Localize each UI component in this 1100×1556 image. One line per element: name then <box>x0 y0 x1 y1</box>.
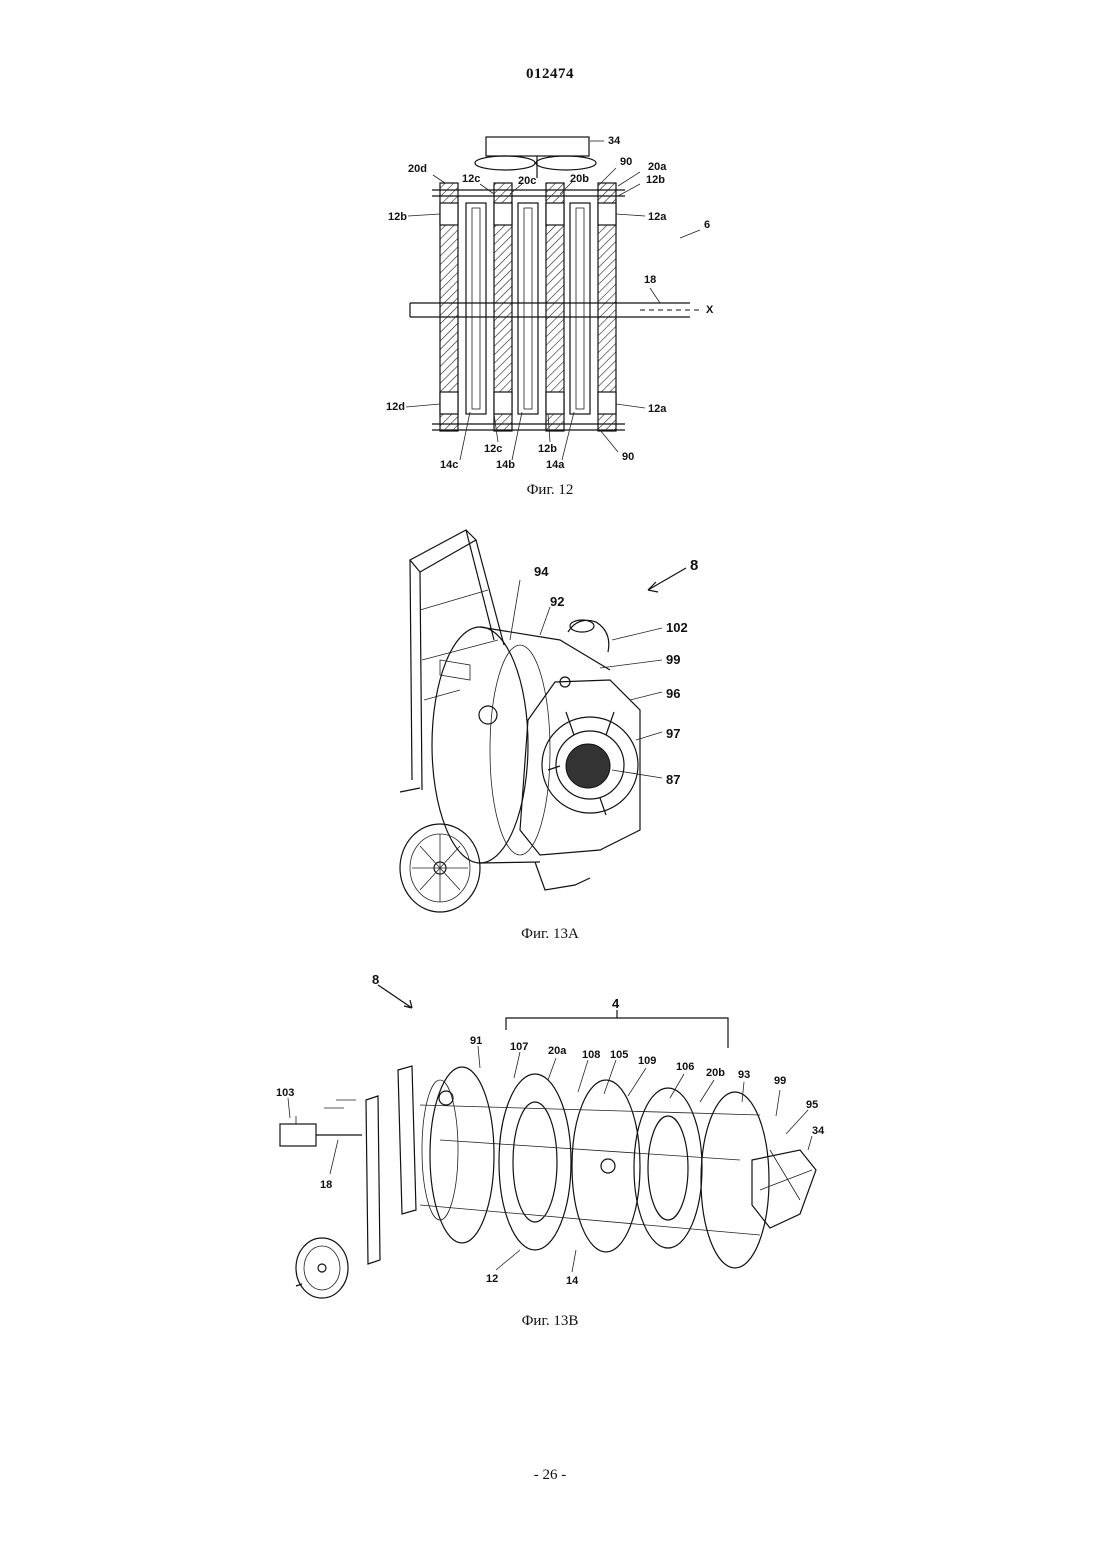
label-107: 107 <box>510 1041 528 1053</box>
label-20a: 20a <box>548 1045 567 1057</box>
label-20c: 20c <box>518 175 536 187</box>
label-8: 8 <box>372 972 379 987</box>
label-94: 94 <box>534 564 549 579</box>
label-12a-bottom: 12a <box>648 403 667 415</box>
label-18: 18 <box>320 1179 332 1191</box>
label-109: 109 <box>638 1055 656 1067</box>
page-number: - 26 - <box>0 1467 1100 1484</box>
label-91: 91 <box>470 1035 482 1047</box>
label-90-bottom: 90 <box>622 451 634 463</box>
label-97: 97 <box>666 726 680 741</box>
label-20b: 20b <box>570 173 589 185</box>
disc-93 <box>701 1092 769 1268</box>
stator-disc <box>572 1080 640 1252</box>
label-20b: 20b <box>706 1067 725 1079</box>
label-4: 4 <box>612 996 620 1011</box>
label-92: 92 <box>550 594 564 609</box>
label-34: 34 <box>608 135 621 147</box>
fan-34-13b <box>752 1150 816 1228</box>
label-99: 99 <box>774 1075 786 1087</box>
label-34: 34 <box>812 1125 825 1137</box>
label-14a: 14a <box>546 459 565 471</box>
label-12d: 12d <box>386 401 405 413</box>
label-93: 93 <box>738 1069 750 1081</box>
label-20a: 20a <box>648 161 667 173</box>
figure-13a-caption: Фиг. 13A <box>0 926 1100 943</box>
wheel <box>400 824 480 912</box>
label-106: 106 <box>676 1061 694 1073</box>
label-95: 95 <box>806 1099 818 1111</box>
outlet-102 <box>568 620 609 652</box>
label-12c-bottom: 12c <box>484 443 502 455</box>
label-8: 8 <box>690 557 698 574</box>
label-102: 102 <box>666 620 688 635</box>
label-20d: 20d <box>408 163 427 175</box>
disc-91 <box>430 1067 494 1243</box>
label-12c: 12c <box>462 173 480 185</box>
label-105: 105 <box>610 1049 628 1061</box>
label-99: 99 <box>666 652 680 667</box>
label-87: 87 <box>666 772 680 787</box>
figure-12-drawing: 34 20d 12c 20c 20b 90 20a 12b 12b 12a 6 … <box>0 0 1100 480</box>
figure-12-caption: Фиг. 12 <box>0 482 1100 499</box>
label-12b-bottom: 12b <box>538 443 557 455</box>
stator-coils <box>466 203 590 414</box>
motor-103 <box>280 1100 362 1146</box>
label-12a-top: 12a <box>648 211 667 223</box>
wheel-13b <box>296 1238 348 1298</box>
label-x: X <box>706 304 714 316</box>
rotor-20a <box>499 1074 571 1250</box>
label-6: 6 <box>704 219 710 231</box>
label-90-top: 90 <box>620 156 632 168</box>
front-cover-96 <box>520 677 640 855</box>
label-14c: 14c <box>440 459 458 471</box>
label-12: 12 <box>486 1273 498 1285</box>
figure-13a-drawing: 8 94 92 102 99 96 97 87 <box>0 540 1100 920</box>
label-18: 18 <box>644 274 656 286</box>
label-14: 14 <box>566 1275 579 1287</box>
label-12b-left: 12b <box>388 211 407 223</box>
label-12b-right: 12b <box>646 174 665 186</box>
label-108: 108 <box>582 1049 600 1061</box>
label-103: 103 <box>276 1087 294 1099</box>
fan-34 <box>475 137 596 178</box>
figure-13b-drawing: 8 4 91 107 20a 108 105 109 106 20b 93 99… <box>0 965 1100 1305</box>
label-14b: 14b <box>496 459 515 471</box>
figure-13b-caption: Фиг. 13B <box>0 1313 1100 1330</box>
label-96: 96 <box>666 686 680 701</box>
